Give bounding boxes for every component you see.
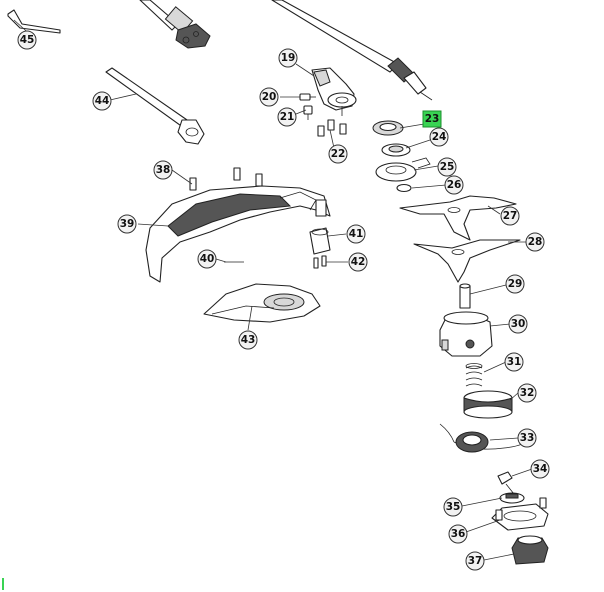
part-24-washer bbox=[381, 143, 411, 157]
part-label-40[interactable]: 40 bbox=[197, 249, 217, 269]
part-label-26[interactable]: 26 bbox=[444, 175, 464, 195]
part-20-screw bbox=[299, 93, 316, 101]
part-label-35[interactable]: 35 bbox=[443, 497, 463, 517]
part-label-42[interactable]: 42 bbox=[348, 252, 368, 272]
svg-text:27: 27 bbox=[503, 210, 518, 222]
part-39-guard bbox=[145, 185, 331, 283]
part-30-head-housing bbox=[439, 311, 493, 357]
svg-text:29: 29 bbox=[508, 278, 523, 290]
corner-marker bbox=[2, 578, 4, 590]
svg-text:30: 30 bbox=[511, 318, 526, 330]
part-labels: 45 44 19 20 21 22 23 24 25 26 27 bbox=[17, 30, 550, 571]
svg-text:19: 19 bbox=[281, 52, 296, 64]
part-34-eyelet bbox=[497, 471, 515, 495]
svg-text:40: 40 bbox=[200, 253, 215, 265]
part-31-spring bbox=[465, 363, 483, 387]
part-label-28[interactable]: 28 bbox=[525, 232, 545, 252]
part-label-37[interactable]: 37 bbox=[465, 551, 485, 571]
part-41-clip bbox=[309, 227, 331, 255]
part-21-screw bbox=[303, 105, 313, 120]
part-42-screws bbox=[313, 255, 327, 269]
part-label-21[interactable]: 21 bbox=[277, 107, 297, 127]
part-22-bolts bbox=[317, 119, 347, 137]
svg-text:42: 42 bbox=[351, 256, 366, 268]
part-36-bottom-cover bbox=[491, 497, 549, 531]
svg-text:34: 34 bbox=[533, 463, 548, 475]
part-label-43[interactable]: 43 bbox=[238, 330, 258, 350]
part-35-button bbox=[499, 492, 525, 504]
svg-text:39: 39 bbox=[120, 218, 135, 230]
part-27-blade bbox=[399, 195, 517, 241]
part-26-nut bbox=[396, 183, 412, 193]
svg-text:32: 32 bbox=[520, 387, 535, 399]
part-label-34[interactable]: 34 bbox=[530, 459, 550, 479]
svg-text:25: 25 bbox=[440, 161, 455, 173]
svg-text:21: 21 bbox=[280, 111, 295, 123]
svg-text:33: 33 bbox=[520, 432, 535, 444]
part-37-bump-knob bbox=[511, 535, 549, 565]
svg-text:28: 28 bbox=[528, 236, 543, 248]
part-33-line-spool bbox=[439, 423, 533, 453]
svg-text:31: 31 bbox=[507, 356, 522, 368]
svg-text:43: 43 bbox=[241, 334, 256, 346]
part-label-44[interactable]: 44 bbox=[92, 91, 112, 111]
part-23-washer bbox=[372, 120, 404, 136]
svg-text:41: 41 bbox=[349, 228, 364, 240]
svg-text:38: 38 bbox=[156, 164, 171, 176]
drive-shaft bbox=[139, 0, 211, 49]
part-label-36[interactable]: 36 bbox=[448, 524, 468, 544]
part-label-19[interactable]: 19 bbox=[278, 48, 298, 68]
part-32-spool bbox=[463, 390, 513, 419]
part-label-32[interactable]: 32 bbox=[517, 383, 537, 403]
part-label-29[interactable]: 29 bbox=[505, 274, 525, 294]
svg-text:20: 20 bbox=[262, 91, 277, 103]
part-28-blade bbox=[413, 239, 521, 283]
svg-text:35: 35 bbox=[446, 501, 461, 513]
part-label-38[interactable]: 38 bbox=[153, 160, 173, 180]
leader-lines bbox=[13, 19, 533, 561]
svg-text:26: 26 bbox=[447, 179, 462, 191]
part-drawings bbox=[7, 0, 549, 565]
part-label-23[interactable]: 23 bbox=[422, 110, 442, 128]
part-label-20[interactable]: 20 bbox=[259, 87, 279, 107]
part-label-39[interactable]: 39 bbox=[117, 214, 137, 234]
svg-text:23: 23 bbox=[425, 113, 440, 125]
part-label-45[interactable]: 45 bbox=[17, 30, 37, 50]
svg-text:44: 44 bbox=[95, 95, 110, 107]
part-19-gear-head bbox=[311, 67, 357, 116]
svg-text:45: 45 bbox=[20, 34, 35, 46]
part-25-cup bbox=[375, 157, 431, 182]
part-29-pin bbox=[459, 283, 471, 309]
part-44-rod bbox=[105, 67, 205, 145]
main-tube bbox=[271, 0, 433, 101]
part-label-27[interactable]: 27 bbox=[500, 206, 520, 226]
svg-text:36: 36 bbox=[451, 528, 466, 540]
svg-text:22: 22 bbox=[331, 148, 346, 160]
svg-text:37: 37 bbox=[468, 555, 483, 567]
part-label-33[interactable]: 33 bbox=[517, 428, 537, 448]
svg-text:24: 24 bbox=[432, 131, 447, 143]
part-label-31[interactable]: 31 bbox=[504, 352, 524, 372]
part-label-24[interactable]: 24 bbox=[429, 127, 449, 147]
part-label-22[interactable]: 22 bbox=[328, 144, 348, 164]
part-45-hex-key bbox=[7, 9, 61, 34]
part-label-41[interactable]: 41 bbox=[346, 224, 366, 244]
part-label-25[interactable]: 25 bbox=[437, 157, 457, 177]
part-43-guard-plate bbox=[203, 283, 321, 323]
part-label-30[interactable]: 30 bbox=[508, 314, 528, 334]
